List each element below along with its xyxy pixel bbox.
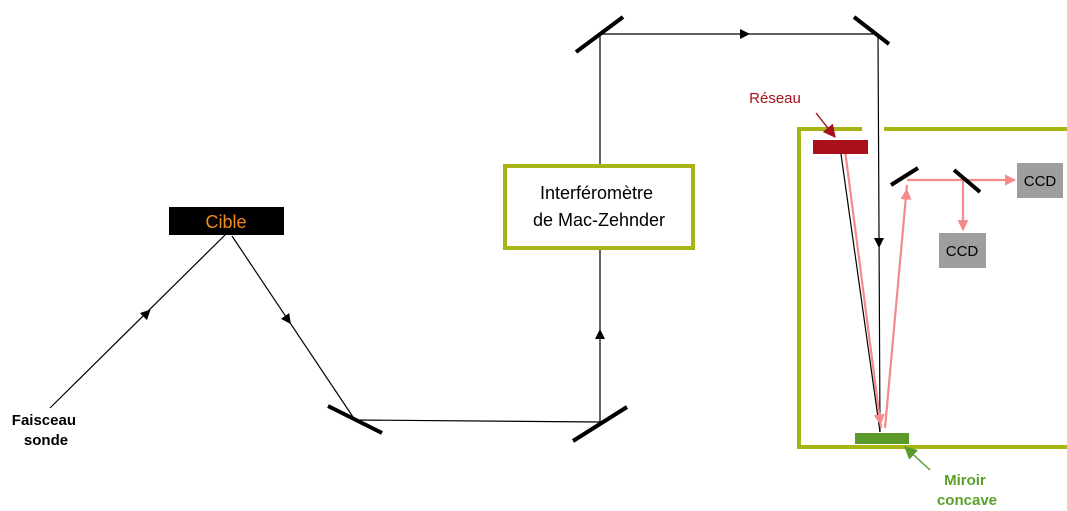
mirror-icon-lower-left xyxy=(327,404,383,435)
beam-segment-reflected xyxy=(231,235,356,421)
spectral-beam-path xyxy=(843,149,1017,429)
grating-pointer-arrow xyxy=(815,112,836,139)
target-block xyxy=(169,207,284,235)
mirror-icon-lower-right xyxy=(571,405,629,443)
concave-mirror-label: Miroir concave xyxy=(937,472,997,509)
concave-mirror-pointer-arrow xyxy=(904,446,931,471)
beam-segment-horizontal xyxy=(354,419,601,423)
interferometer-label: Interféromètre de Mac-Zehnder xyxy=(533,183,665,230)
interferometer-label-line2: de Mac-Zehnder xyxy=(533,210,665,230)
mirrors xyxy=(327,15,982,443)
probe-beam-label: Faisceau sonde xyxy=(12,412,80,449)
concave-mirror-block xyxy=(855,433,909,444)
interferometer-box xyxy=(503,164,695,250)
mirror-icon-splitter xyxy=(952,168,982,194)
interferometer-label-line1: Interféromètre xyxy=(540,183,653,203)
target-label: Cible xyxy=(205,212,246,232)
ccd-bottom-block xyxy=(939,233,986,268)
probe-beam-label-line1: Faisceau xyxy=(12,412,76,429)
ccd-right-label: CCD xyxy=(1024,173,1057,190)
ccd-right-block xyxy=(1017,163,1063,198)
arrow-incoming xyxy=(139,309,151,321)
mirror-icon-upper-left xyxy=(574,15,625,54)
concave-mirror-label-line1: Miroir xyxy=(944,472,986,489)
probe-beam-label-line2: sonde xyxy=(24,432,68,449)
mirror-icon-upper-right xyxy=(852,15,891,46)
ccd-bottom-label: CCD xyxy=(946,243,979,260)
beam-segment-down-to-mirror xyxy=(877,33,881,433)
concave-mirror-label-line2: concave xyxy=(937,492,997,509)
grating-label: Réseau xyxy=(749,90,801,107)
spectral-grating-to-mirror xyxy=(843,149,883,429)
beam-segment-incoming xyxy=(49,233,227,409)
mirror-icon-fold xyxy=(889,166,920,187)
spectral-mirror-to-fold xyxy=(883,184,909,429)
grating-block xyxy=(813,140,868,154)
beam-segment-mirror-to-grating xyxy=(839,146,881,433)
